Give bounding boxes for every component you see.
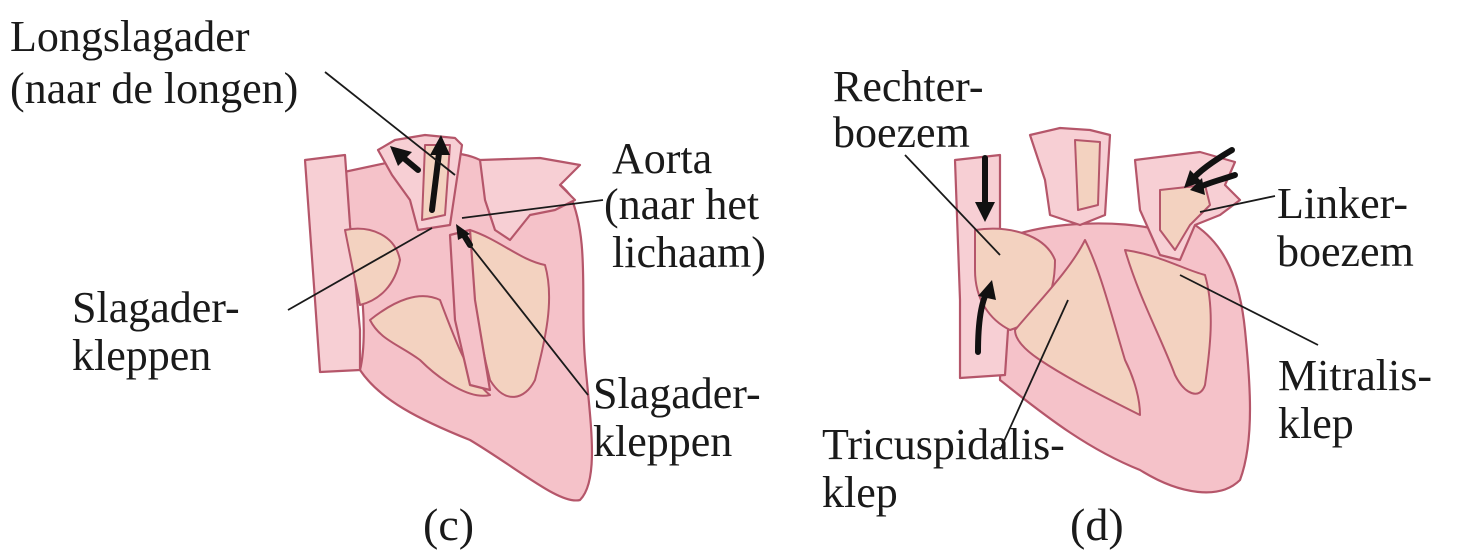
label-aorta-line3: lichaam) bbox=[612, 228, 766, 278]
label-aorta-line2: (naar het bbox=[604, 180, 759, 230]
label-mitral-line1: Mitralis- bbox=[1278, 351, 1432, 401]
heart-c bbox=[305, 135, 592, 500]
label-pulmonary-line1: Longslagader bbox=[10, 12, 249, 62]
label-right-atrium-line1: Rechter- bbox=[833, 62, 984, 112]
caption-d: (d) bbox=[1070, 500, 1124, 550]
label-pulmonary-line2: (naar de longen) bbox=[10, 64, 298, 114]
label-semilunar-right-line2: kleppen bbox=[593, 417, 732, 467]
label-tricuspid-line1: Tricuspidalis- bbox=[822, 420, 1065, 470]
label-tricuspid-line2: klep bbox=[822, 468, 898, 518]
label-semilunar-right-line1: Slagader- bbox=[593, 369, 761, 419]
label-aorta-line1: Aorta bbox=[612, 134, 712, 184]
label-semilunar-left-line2: kleppen bbox=[72, 331, 211, 381]
label-left-atrium-line1: Linker- bbox=[1277, 179, 1408, 229]
caption-c: (c) bbox=[423, 500, 474, 550]
label-right-atrium-line2: boezem bbox=[833, 108, 970, 158]
label-semilunar-left-line1: Slagader- bbox=[72, 283, 240, 333]
heart-d-pulmonary-lumen bbox=[1075, 140, 1100, 210]
label-left-atrium-line2: boezem bbox=[1277, 227, 1414, 277]
label-mitral-line2: klep bbox=[1278, 399, 1354, 449]
